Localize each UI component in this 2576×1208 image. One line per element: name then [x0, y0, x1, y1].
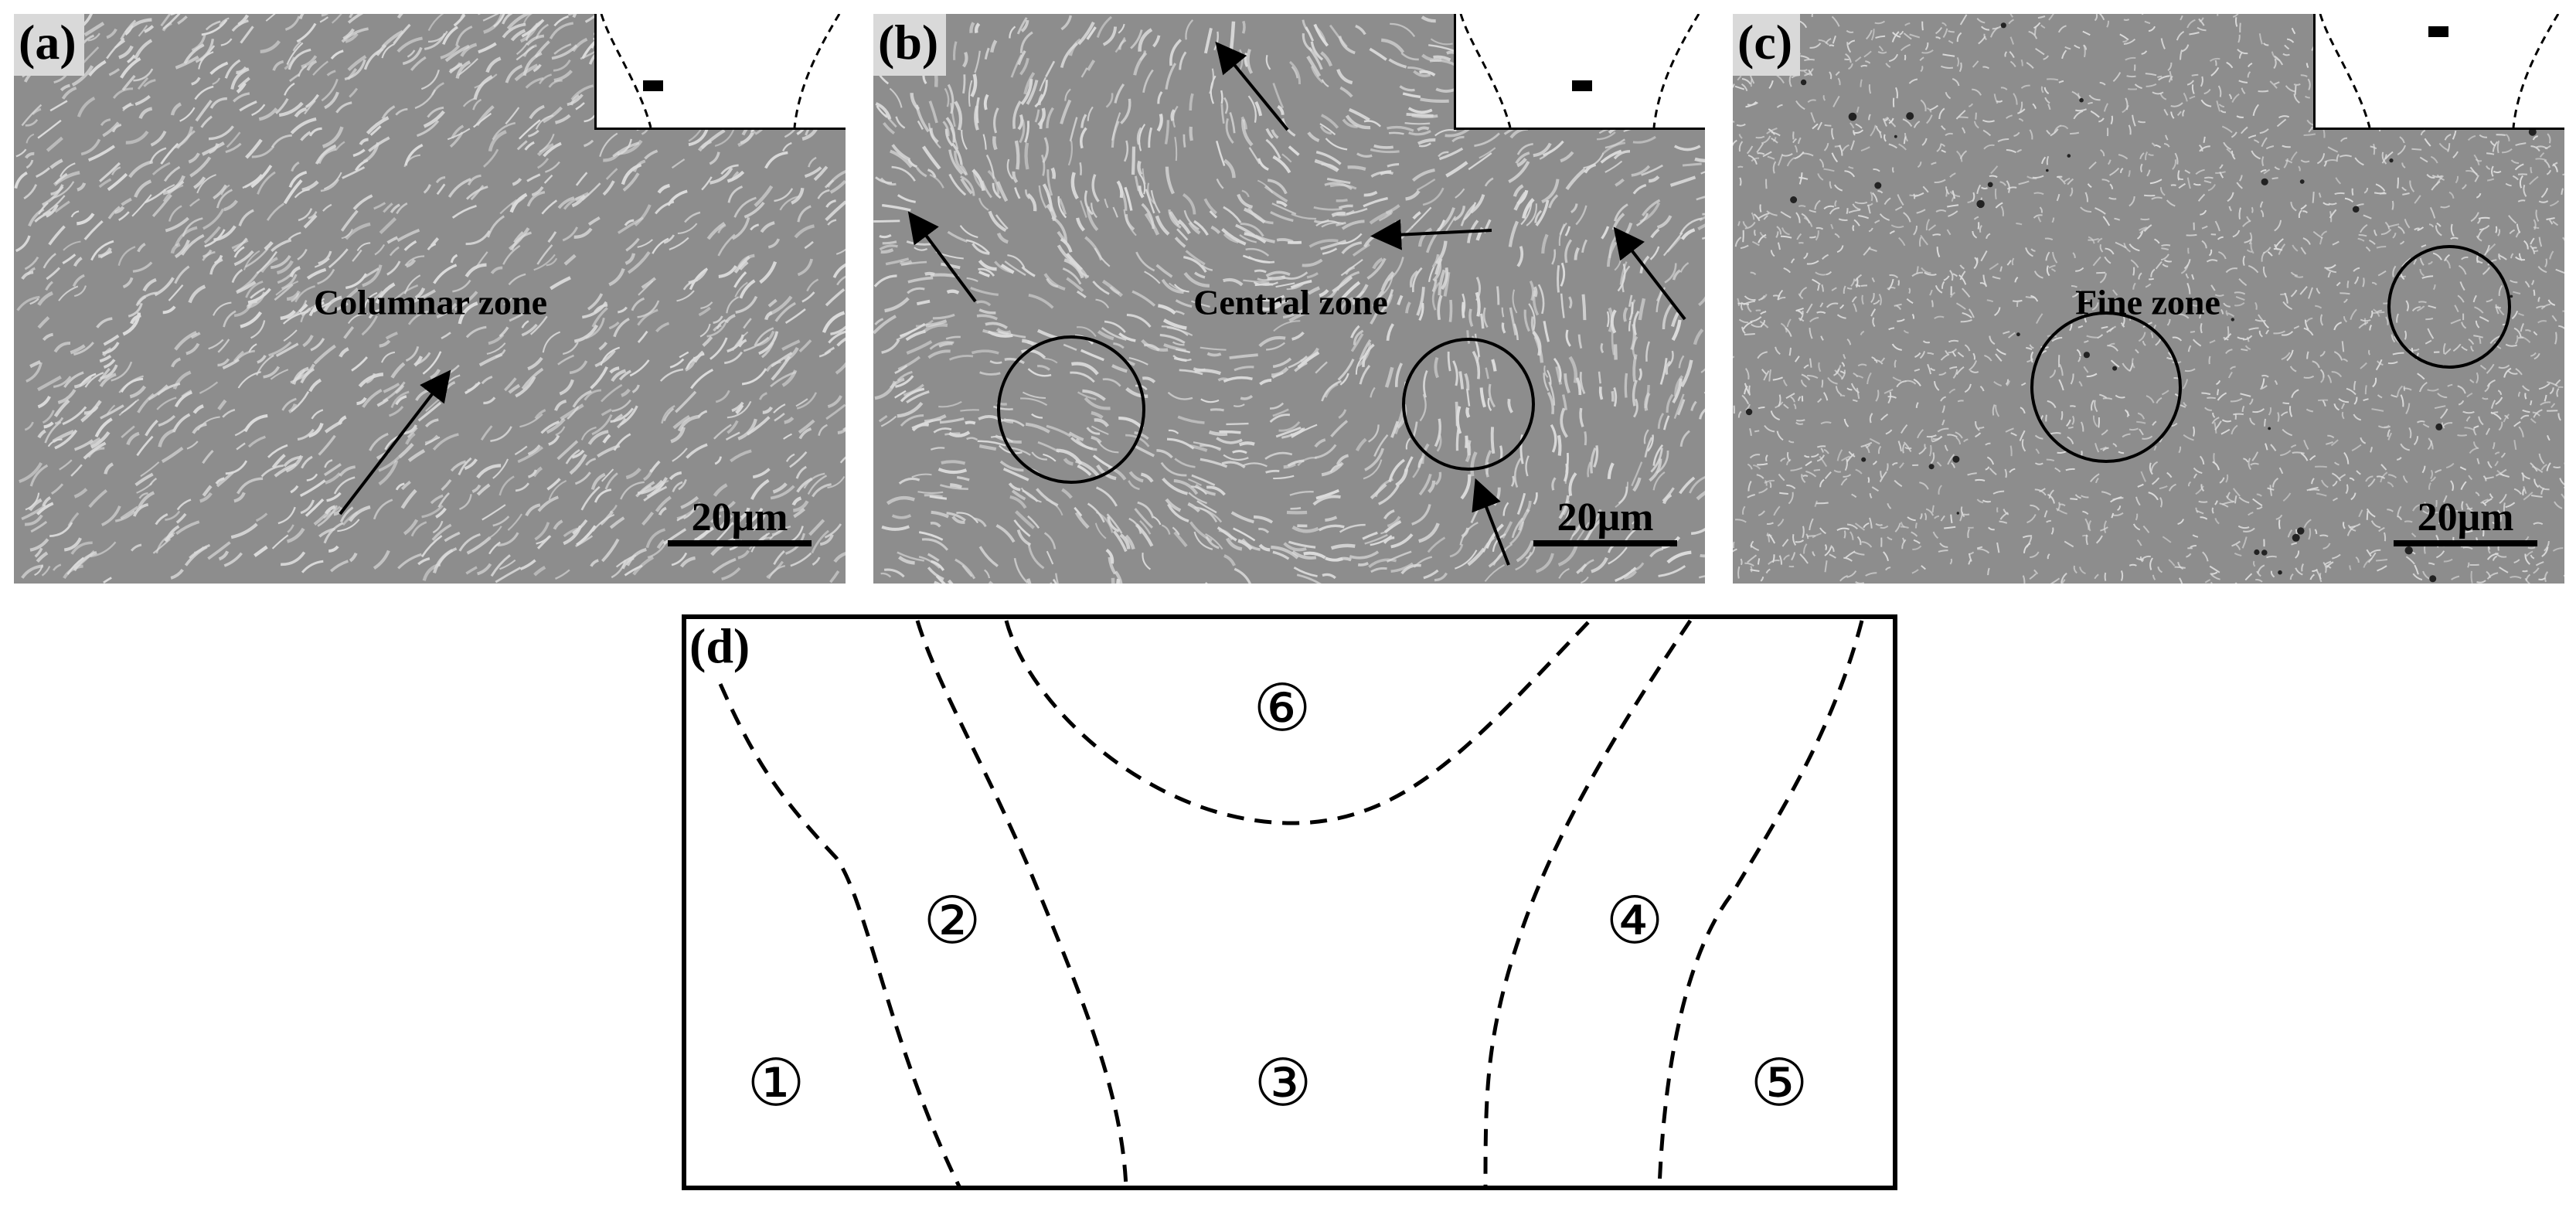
- sample-location-marker: [643, 80, 663, 91]
- scale-bar-text-b: 20μm: [1557, 495, 1654, 539]
- zone-label-central: Central zone: [1193, 282, 1388, 322]
- highlight-circle: [997, 335, 1145, 484]
- sample-location-marker: [2428, 26, 2448, 37]
- growth-arrow: [1370, 219, 1492, 250]
- panel-label-a: (a): [14, 14, 84, 76]
- panel-label-d: (d): [689, 618, 750, 673]
- growth-arrow: [907, 211, 977, 303]
- micrograph-panel-b: (b) Central zone 20μm: [873, 14, 1705, 584]
- scale-bar-line-a: [668, 540, 812, 546]
- panel-label-b: (b): [873, 14, 947, 76]
- growth-arrow: [339, 369, 451, 516]
- location-inset-a: [594, 14, 846, 130]
- location-inset-b: [1454, 14, 1705, 130]
- zone-label-columnar: Columnar zone: [314, 282, 547, 322]
- micrograph-panel-c: (c) Fine zone 20μm: [1733, 14, 2564, 584]
- zone-label-fine: Fine zone: [2075, 282, 2220, 322]
- scale-bar-line-b: [1533, 540, 1677, 546]
- growth-arrow: [1215, 41, 1289, 131]
- annotation-layer-b: [907, 41, 1686, 566]
- region-label-3: ③: [1254, 1045, 1312, 1121]
- scale-bar-b: 20μm: [1533, 497, 1677, 546]
- boundary-line-4: [1483, 619, 1693, 1189]
- panel-label-c: (c): [1733, 14, 1801, 76]
- weld-zone-schematic: ① ② ③ ④ ⑤ ⑥ (d): [682, 614, 1897, 1190]
- growth-arrow: [1472, 478, 1510, 566]
- scale-bar-c: 20μm: [2394, 497, 2537, 546]
- scale-bar-line-c: [2394, 540, 2537, 546]
- highlight-circle: [2387, 245, 2511, 369]
- region-label-6: ⑥: [1253, 670, 1311, 746]
- scale-bar-a: 20μm: [668, 497, 812, 546]
- schematic-frame: [682, 614, 1897, 1190]
- highlight-circle: [2030, 311, 2182, 463]
- annotation-layer-c: [2030, 245, 2511, 463]
- highlight-circle: [1402, 338, 1535, 471]
- scale-bar-text-a: 20μm: [691, 495, 788, 539]
- scale-bar-text-c: 20μm: [2417, 495, 2514, 539]
- micrograph-texture-b: [873, 14, 1705, 584]
- boundary-line-3: [1004, 619, 1591, 825]
- annotation-layer-a: [339, 369, 451, 516]
- location-inset-c: [2313, 14, 2564, 130]
- micrograph-panel-a: (a) Columnar zone 20μm: [14, 14, 846, 584]
- region-label-1: ①: [747, 1045, 805, 1121]
- sample-location-marker: [1572, 80, 1592, 91]
- region-label-2: ②: [923, 883, 981, 958]
- region-label-4: ④: [1605, 883, 1663, 958]
- boundary-line-5: [1657, 620, 1864, 1189]
- region-label-5: ⑤: [1750, 1045, 1808, 1121]
- growth-arrow: [1613, 226, 1686, 321]
